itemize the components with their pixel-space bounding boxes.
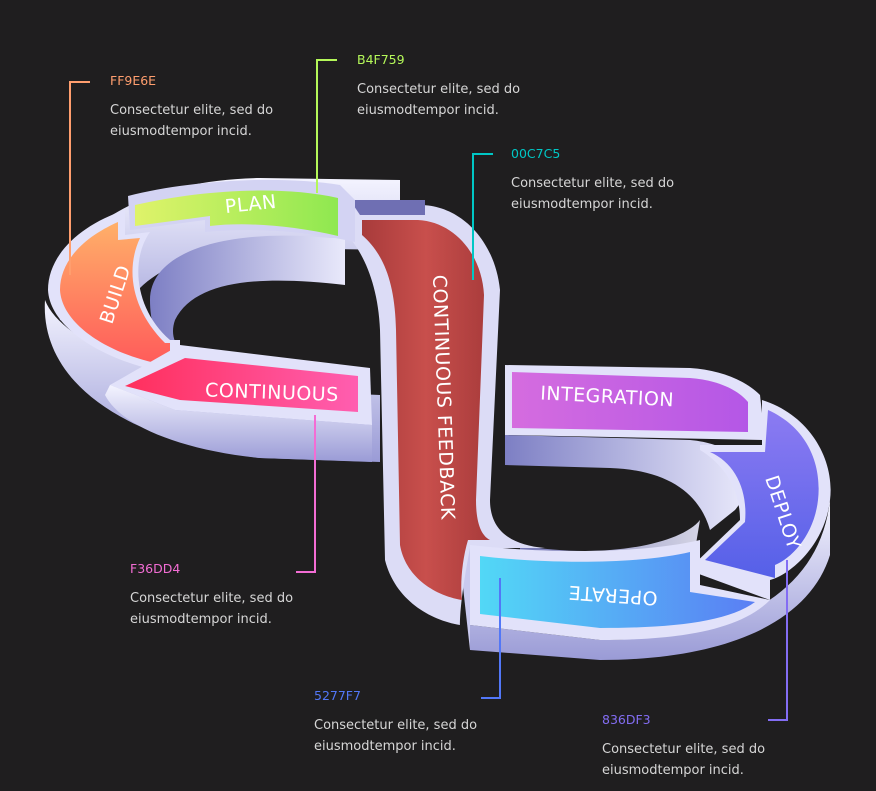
callout-desc-line2: eiusmodtempor incid. bbox=[314, 739, 456, 754]
callout-plan: B4F759 Consectetur elite, sed do eiusmod… bbox=[357, 52, 520, 121]
callout-code: FF9E6E bbox=[110, 73, 157, 88]
connector-feedback bbox=[472, 153, 493, 280]
segment-continuous[interactable] bbox=[105, 345, 372, 462]
callout-desc-line1: Consectetur elite, sed do bbox=[314, 718, 478, 733]
callout-deploy: 836DF3 Consectetur elite, sed do eiusmod… bbox=[602, 712, 765, 781]
callout-build: FF9E6E Consectetur elite, sed do eiusmod… bbox=[110, 73, 273, 142]
callout-code: B4F759 bbox=[357, 52, 405, 67]
callout-code: 00C7C5 bbox=[511, 146, 561, 161]
callout-desc-line2: eiusmodtempor incid. bbox=[602, 763, 744, 778]
segment-deploy[interactable] bbox=[688, 400, 831, 600]
callout-code: F36DD4 bbox=[130, 561, 181, 576]
callout-operate: 5277F7 Consectetur elite, sed do eiusmod… bbox=[314, 688, 477, 757]
callout-desc-line1: Consectetur elite, sed do bbox=[357, 82, 521, 97]
connector-operate bbox=[481, 578, 501, 699]
segment-operate[interactable] bbox=[470, 540, 770, 640]
callout-feedback: 00C7C5 Consectetur elite, sed do eiusmod… bbox=[511, 146, 674, 215]
connector-plan bbox=[316, 59, 337, 193]
label-plan: PLAN bbox=[224, 191, 278, 218]
callout-desc-line2: eiusmodtempor incid. bbox=[130, 612, 272, 627]
segment-plan[interactable] bbox=[128, 179, 355, 242]
segment-continuous-feedback[interactable] bbox=[340, 200, 545, 625]
segment-build[interactable] bbox=[48, 210, 180, 375]
label-continuous: CONTINUOUS bbox=[205, 379, 339, 406]
callout-continuous: F36DD4 Consectetur elite, sed do eiusmod… bbox=[130, 561, 293, 630]
callout-desc-line2: eiusmodtempor incid. bbox=[110, 124, 252, 139]
callout-desc-line1: Consectetur elite, sed do bbox=[110, 103, 274, 118]
callout-desc-line1: Consectetur elite, sed do bbox=[511, 176, 675, 191]
callout-desc-line2: eiusmodtempor incid. bbox=[357, 103, 499, 118]
callout-desc-line1: Consectetur elite, sed do bbox=[602, 742, 766, 757]
callout-desc-line1: Consectetur elite, sed do bbox=[130, 591, 294, 606]
callout-desc-line2: eiusmodtempor incid. bbox=[511, 197, 653, 212]
callout-code: 5277F7 bbox=[314, 688, 361, 703]
segment-integration[interactable] bbox=[505, 365, 765, 440]
connector-build bbox=[69, 81, 90, 275]
callout-code: 836DF3 bbox=[602, 712, 651, 727]
connector-deploy bbox=[768, 560, 788, 721]
connector-continuous bbox=[296, 415, 316, 573]
